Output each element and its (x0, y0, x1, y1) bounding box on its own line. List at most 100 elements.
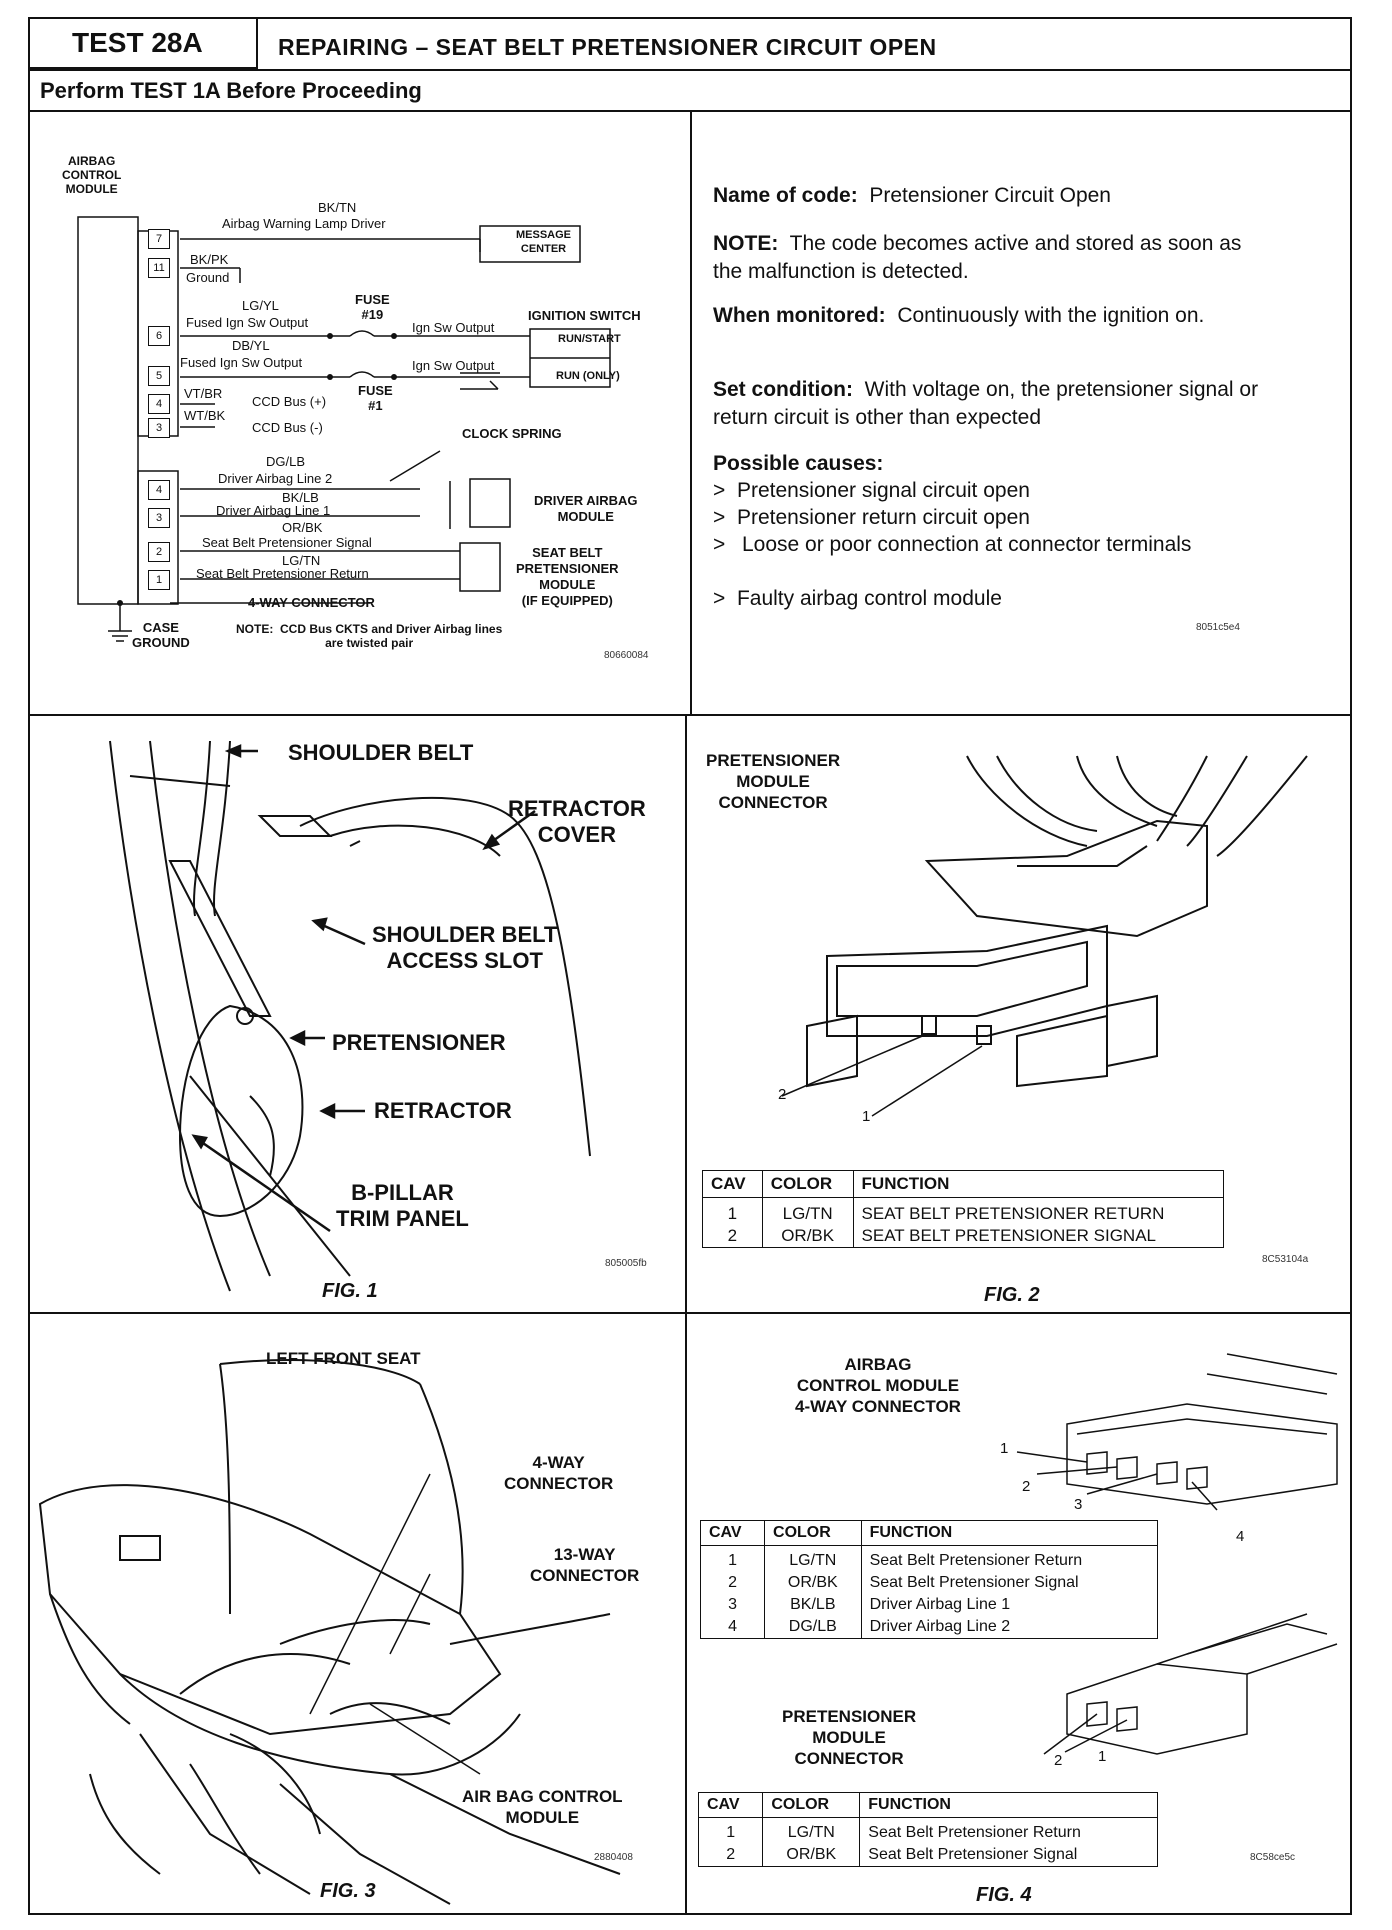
col-header: FUNCTION (852, 1170, 1225, 1198)
fig4-pin-label: 1 (1000, 1440, 1009, 1457)
pin: 3 (148, 418, 170, 438)
run-only-label: RUN (ONLY) (556, 370, 620, 382)
fig2-connector-illustration (781, 755, 1308, 1117)
ignition-switch-label: IGNITION SWITCH (528, 308, 641, 323)
pin: 11 (148, 258, 170, 278)
cause-item: > Faulty airbag control module (713, 587, 1002, 610)
code-set-label: Set condition: (713, 378, 853, 401)
wire-desc: Driver Airbag Line 2 (218, 471, 333, 486)
wire-desc: Ground (186, 270, 230, 285)
grid-divider (690, 111, 692, 715)
table-header-row: CAV COLOR FUNCTION (699, 1520, 1159, 1546)
fig3-caption: FIG. 3 (320, 1880, 376, 1902)
table-row: 1 LG/TN Seat Belt Pretensioner Return (699, 1545, 1159, 1572)
fig1-retractor-cover-label: RETRACTOR COVER (508, 796, 646, 847)
schematic-lines (77, 216, 611, 642)
pin: 4 (148, 394, 170, 414)
ign-output-label: Ign Sw Output (412, 320, 495, 335)
col-header: FUNCTION (859, 1792, 1158, 1818)
table-row: 2 OR/BK SEAT BELT PRETENSIONER SIGNAL (702, 1225, 1225, 1248)
page-title: REPAIRING – SEAT BELT PRETENSIONER CIRCU… (278, 34, 937, 60)
table-row: 2 OR/BK Seat Belt Pretensioner Signal (697, 1844, 1158, 1867)
fig2-pin-1-label: 1 (862, 1108, 871, 1125)
table-header-row: CAV COLOR FUNCTION (697, 1792, 1158, 1818)
fig4-pretensioner-connector-label: PRETENSIONER MODULE CONNECTOR (782, 1707, 917, 1768)
fuse-1-label: FUSE #1 (358, 383, 393, 413)
wire-color: VT/BR (184, 386, 223, 401)
table-row: 2 OR/BK Seat Belt Pretensioner Signal (699, 1572, 1159, 1594)
wire-desc: Fused Ign Sw Output (186, 315, 309, 330)
test-id: TEST 28A (30, 19, 258, 69)
code-monitored: When monitored: Continuously with the ig… (713, 302, 1273, 330)
header-divider (30, 69, 1350, 71)
fig3-13-way-label: 13-WAY CONNECTOR (530, 1545, 640, 1585)
pin: 2 (148, 542, 170, 562)
fig4-acm-pinout-table: CAV COLOR FUNCTION 1 LG/TN Seat Belt Pre… (699, 1520, 1159, 1639)
fig1-pretensioner-label: PRETENSIONER (332, 1030, 506, 1055)
page-frame (28, 17, 1352, 1915)
fig1-shoulder-belt-label: SHOULDER BELT (288, 740, 474, 765)
seat-belt-module-label: SEAT BELT PRETENSIONER MODULE (IF EQUIPP… (516, 545, 619, 608)
clock-spring-label: CLOCK SPRING (462, 426, 562, 441)
fig4-pin-label: 2 (1022, 1478, 1031, 1495)
fig2-caption: FIG. 2 (984, 1284, 1040, 1306)
code-monitored-label: When monitored: (713, 304, 886, 327)
code-set-value: With voltage on, the pretensioner signal… (713, 378, 1259, 429)
fig2-ref: 8C53104a (1262, 1254, 1309, 1265)
code-name-value: Pretensioner Circuit Open (869, 184, 1111, 207)
cause-item: > Pretensioner signal circuit open (713, 479, 1030, 502)
fuse-19-label: FUSE #19 (355, 292, 390, 322)
driver-airbag-label: DRIVER AIRBAG MODULE (534, 493, 638, 524)
code-info-ref: 8051c5e4 (1196, 622, 1240, 633)
code-monitored-value: Continuously with the ignition on. (897, 304, 1205, 327)
module-label: AIRBAG CONTROL MODULE (62, 154, 122, 196)
col-header: COLOR (764, 1520, 862, 1546)
fig2-pinout-table: CAV COLOR FUNCTION 1 LG/TN SEAT BELT PRE… (702, 1170, 1225, 1248)
four-way-connector-label: 4-WAY CONNECTOR (248, 595, 375, 610)
fig1-illustration (109, 740, 591, 1292)
col-header: CAV (699, 1520, 766, 1546)
code-name-label: Name of code: (713, 184, 858, 207)
fig1-caption: FIG. 1 (322, 1280, 378, 1302)
case-ground-label: CASE GROUND (132, 620, 190, 650)
table-header-row: CAV COLOR FUNCTION (702, 1170, 1225, 1198)
fig4-pretensioner-pinout-table: CAV COLOR FUNCTION 1 LG/TN Seat Belt Pre… (697, 1792, 1158, 1867)
col-header: COLOR (761, 1170, 854, 1198)
code-name: Name of code: Pretensioner Circuit Open (713, 182, 1273, 210)
wire-desc: Driver Airbag Line 1 (216, 503, 331, 518)
fig4-ref: 8C58ce5c (1250, 1852, 1296, 1863)
ign-output-label: Ign Sw Output (412, 358, 495, 373)
col-header: CAV (702, 1170, 763, 1198)
wire-desc: CCD Bus (+) (252, 394, 327, 409)
fig4-pin-label: 3 (1074, 1496, 1083, 1513)
fig1-b-pillar-label: B-PILLAR TRIM PANEL (336, 1180, 469, 1231)
table-row: 1 LG/TN SEAT BELT PRETENSIONER RETURN (702, 1197, 1225, 1225)
wire-desc: Fused Ign Sw Output (180, 355, 303, 370)
col-header: COLOR (762, 1792, 861, 1818)
grid-divider (30, 1312, 1350, 1314)
wire-color: BK/PK (190, 252, 229, 267)
fig4-connector-illustrations (1016, 1353, 1338, 1755)
fig4-pin-label: 4 (1236, 1528, 1245, 1545)
fig3-illustration (38, 1359, 621, 1905)
fig3-acm-label: AIR BAG CONTROL MODULE (462, 1787, 623, 1827)
pin: 5 (148, 366, 170, 386)
causes-heading: Possible causes: (713, 452, 884, 475)
grid-divider (685, 715, 687, 1913)
code-set-condition: Set condition: With voltage on, the pret… (713, 376, 1273, 432)
fig1-ref: 805005fb (605, 1258, 647, 1269)
fig4-pin-label: 1 (1098, 1748, 1107, 1765)
cause-item: >Loose or poor connection at connector t… (713, 533, 1192, 556)
wire-desc: Airbag Warning Lamp Driver (222, 216, 386, 231)
col-header: CAV (697, 1792, 764, 1818)
wire-color: DG/LB (266, 454, 306, 469)
wire-color: BK/TN (318, 200, 357, 215)
fig3-ref: 2880408 (594, 1852, 633, 1863)
fig1-access-slot-label: SHOULDER BELT ACCESS SLOT (372, 922, 558, 973)
code-note: NOTE: The code becomes active and stored… (713, 230, 1273, 286)
fig1-retractor-label: RETRACTOR (374, 1098, 512, 1123)
wire-desc: Seat Belt Pretensioner Return (196, 566, 369, 581)
fig3-left-front-seat-label: LEFT FRONT SEAT (266, 1349, 421, 1368)
col-header: FUNCTION (860, 1520, 1159, 1546)
pin: 3 (148, 508, 170, 528)
